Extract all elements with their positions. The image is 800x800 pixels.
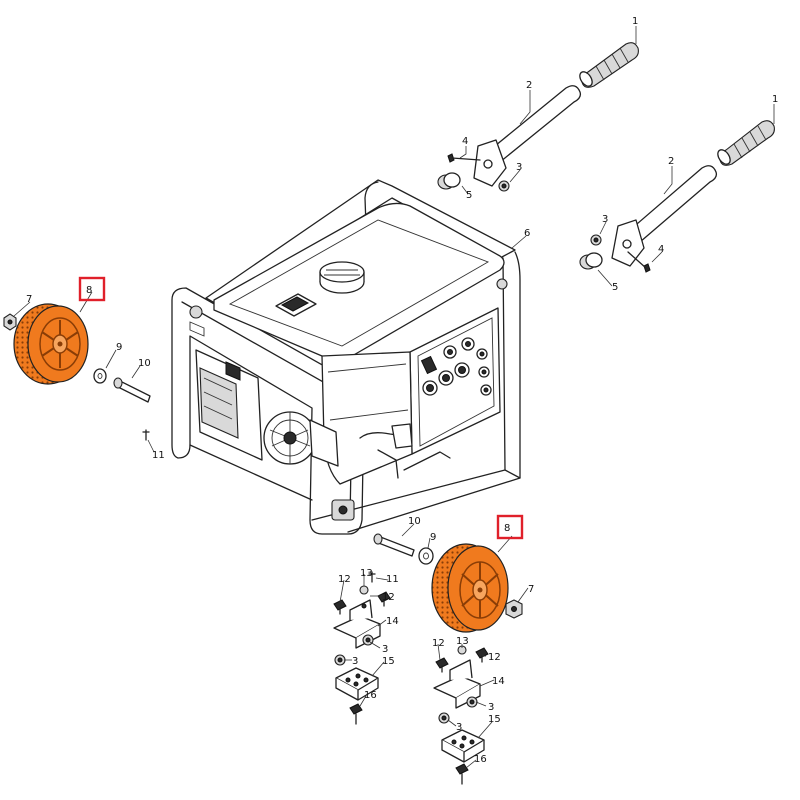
wheel-assembly-left	[3, 303, 151, 441]
callout-2: 2	[526, 80, 532, 91]
callout-9: 9	[430, 532, 436, 543]
callout-12: 12	[382, 592, 395, 603]
callout-13: 13	[456, 636, 469, 647]
callout-4: 4	[658, 244, 664, 255]
wheel-left	[13, 303, 89, 385]
callout-8: 8	[504, 523, 510, 534]
callout-16: 16	[364, 690, 377, 701]
callout-5: 5	[466, 190, 472, 201]
callout-14: 14	[386, 616, 399, 627]
callout-16: 16	[474, 754, 487, 765]
callout-1: 1	[772, 94, 778, 105]
callout-7: 7	[528, 584, 534, 595]
callout-12: 12	[432, 638, 445, 649]
callout-12: 12	[488, 652, 501, 663]
callout-3: 3	[382, 644, 388, 655]
callout-3: 3	[352, 656, 358, 667]
handle-assembly-upper	[437, 42, 639, 192]
callout-9: 9	[116, 342, 122, 353]
callout-3: 3	[602, 214, 608, 225]
callout-11: 11	[152, 450, 165, 461]
callout-7: 7	[26, 294, 32, 305]
callout-6: 6	[524, 228, 530, 239]
callout-15: 15	[488, 714, 501, 725]
generator-assembly	[171, 179, 521, 535]
wheel-assembly-right	[368, 533, 523, 633]
callout-13: 13	[360, 568, 373, 579]
callout-12: 12	[338, 574, 351, 585]
callout-5: 5	[612, 282, 618, 293]
callout-4: 4	[462, 136, 468, 147]
callout-labels: 1 1 2 2 3 3 3 3 3 3 4 4 5 5 6 7 7 8 8 9 …	[26, 16, 778, 765]
callout-8: 8	[86, 285, 92, 296]
highlight-box-left	[78, 276, 106, 302]
callout-15: 15	[382, 656, 395, 667]
callout-11: 11	[386, 574, 399, 585]
handle-assembly-right	[579, 120, 775, 273]
callout-3: 3	[516, 162, 522, 173]
callout-10: 10	[408, 516, 421, 527]
callout-10: 10	[138, 358, 151, 369]
callout-2: 2	[668, 156, 674, 167]
callout-3: 3	[456, 722, 462, 733]
leader-lines	[13, 26, 775, 769]
callout-3: 3	[488, 702, 494, 713]
callout-1: 1	[632, 16, 638, 27]
wheel-right	[431, 543, 509, 633]
highlight-box-right	[496, 514, 524, 540]
callout-14: 14	[492, 676, 505, 687]
foot-assembly-right	[433, 645, 489, 785]
